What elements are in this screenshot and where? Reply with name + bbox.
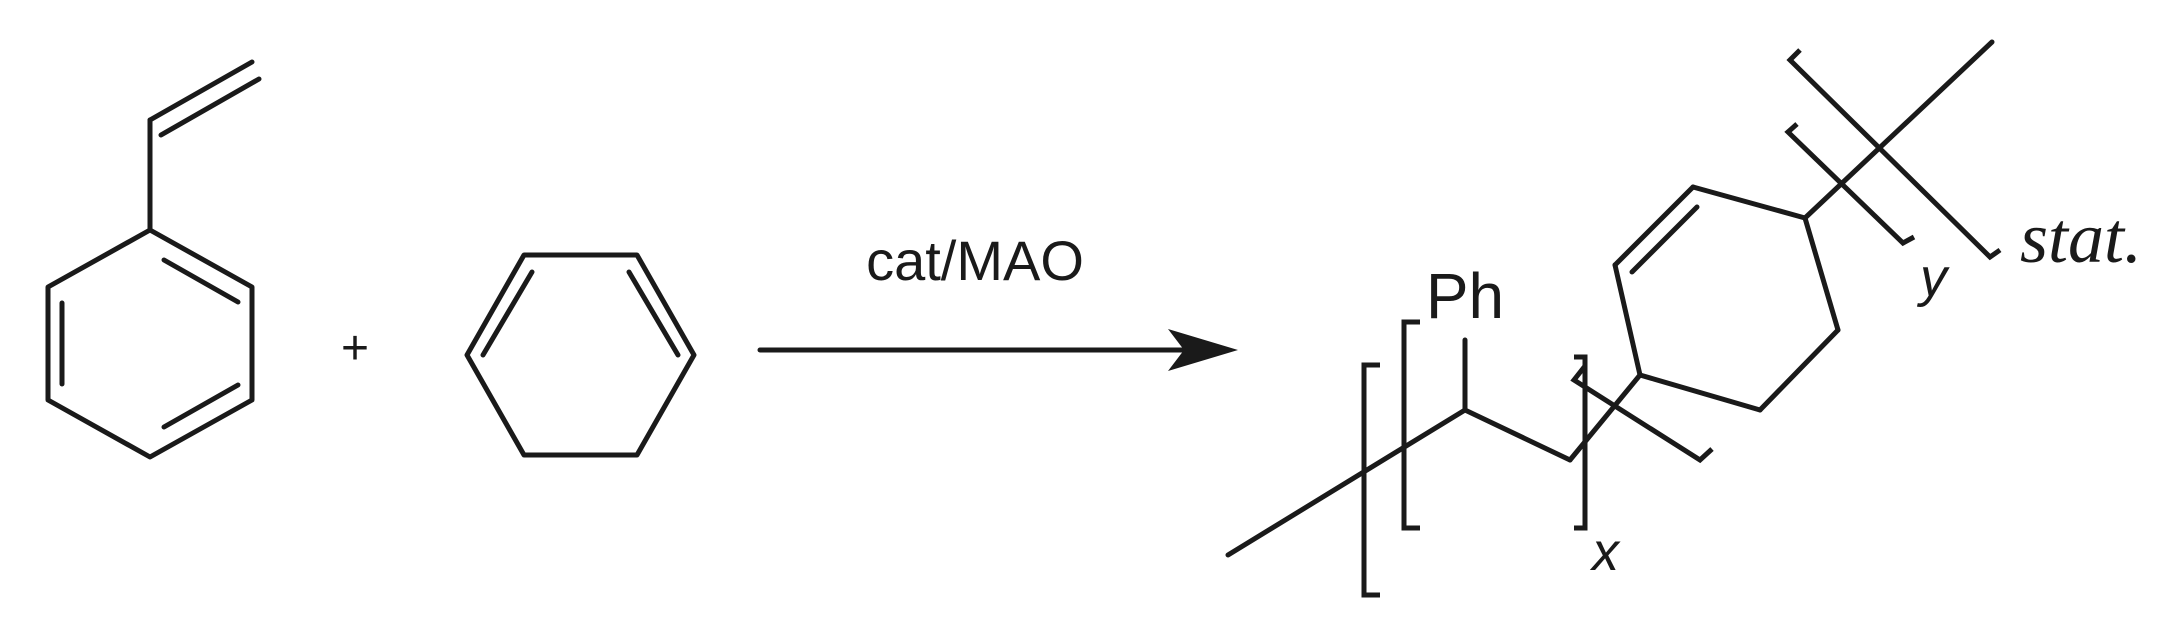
plus-sign: + [341,322,369,375]
cyclohexadiene-double-bond-2 [626,269,681,358]
reaction-arrow-head [1168,329,1238,371]
styrene-vinyl-double-bond [158,76,262,138]
cyclohexene-ring-bond-1 [1637,372,1763,413]
bracket-y-top [1784,122,1916,247]
polymer-backbone-bond-2 [1567,372,1643,463]
bracket-outer-right [1786,48,2002,261]
cyclohexene-ring-bond-4 [1690,184,1808,221]
reaction-condition-label: cat/MAO [866,229,1084,292]
styrene-molecule [45,59,262,460]
bracket-x-right [1574,354,1588,531]
phenyl-label: Ph [1426,260,1504,332]
cyclohexene-ring-bond-2 [1757,327,1841,413]
polymer-chain-exit-bond [1802,39,1995,221]
styrene-inner-double-bond-2 [161,257,241,305]
copolymer-product: Ph x y stat. [1225,39,2142,598]
styrene-vinyl-bond-2 [147,59,255,123]
bracket-x-left [1401,319,1420,531]
subscript-x: x [1589,522,1621,582]
cyclohexadiene-ring [464,252,697,458]
subscript-y: y [1916,248,1950,308]
cyclohexadiene-double-bond-1 [480,269,535,358]
cyclohexene-ring-bond-3 [1802,215,1841,333]
statistical-copolymer-label: stat. [2020,198,2142,278]
polymer-backbone-bond-1 [1462,407,1573,463]
bracket-cyclohexene-left [1570,364,1714,464]
styrene-inner-double-bond-3 [161,382,241,430]
styrene-benzene-ring [45,227,255,460]
cyclohexadiene-molecule [464,252,697,458]
polymer-chain-end-bond [1225,407,1468,558]
bracket-outer-left [1361,362,1380,598]
cyclohexene-double-bond [1629,204,1700,275]
cyclohexene-ring-bond-5 [1612,184,1696,268]
cyclohexene-ring-bond-6 [1612,262,1643,378]
reaction-arrow [757,329,1238,371]
